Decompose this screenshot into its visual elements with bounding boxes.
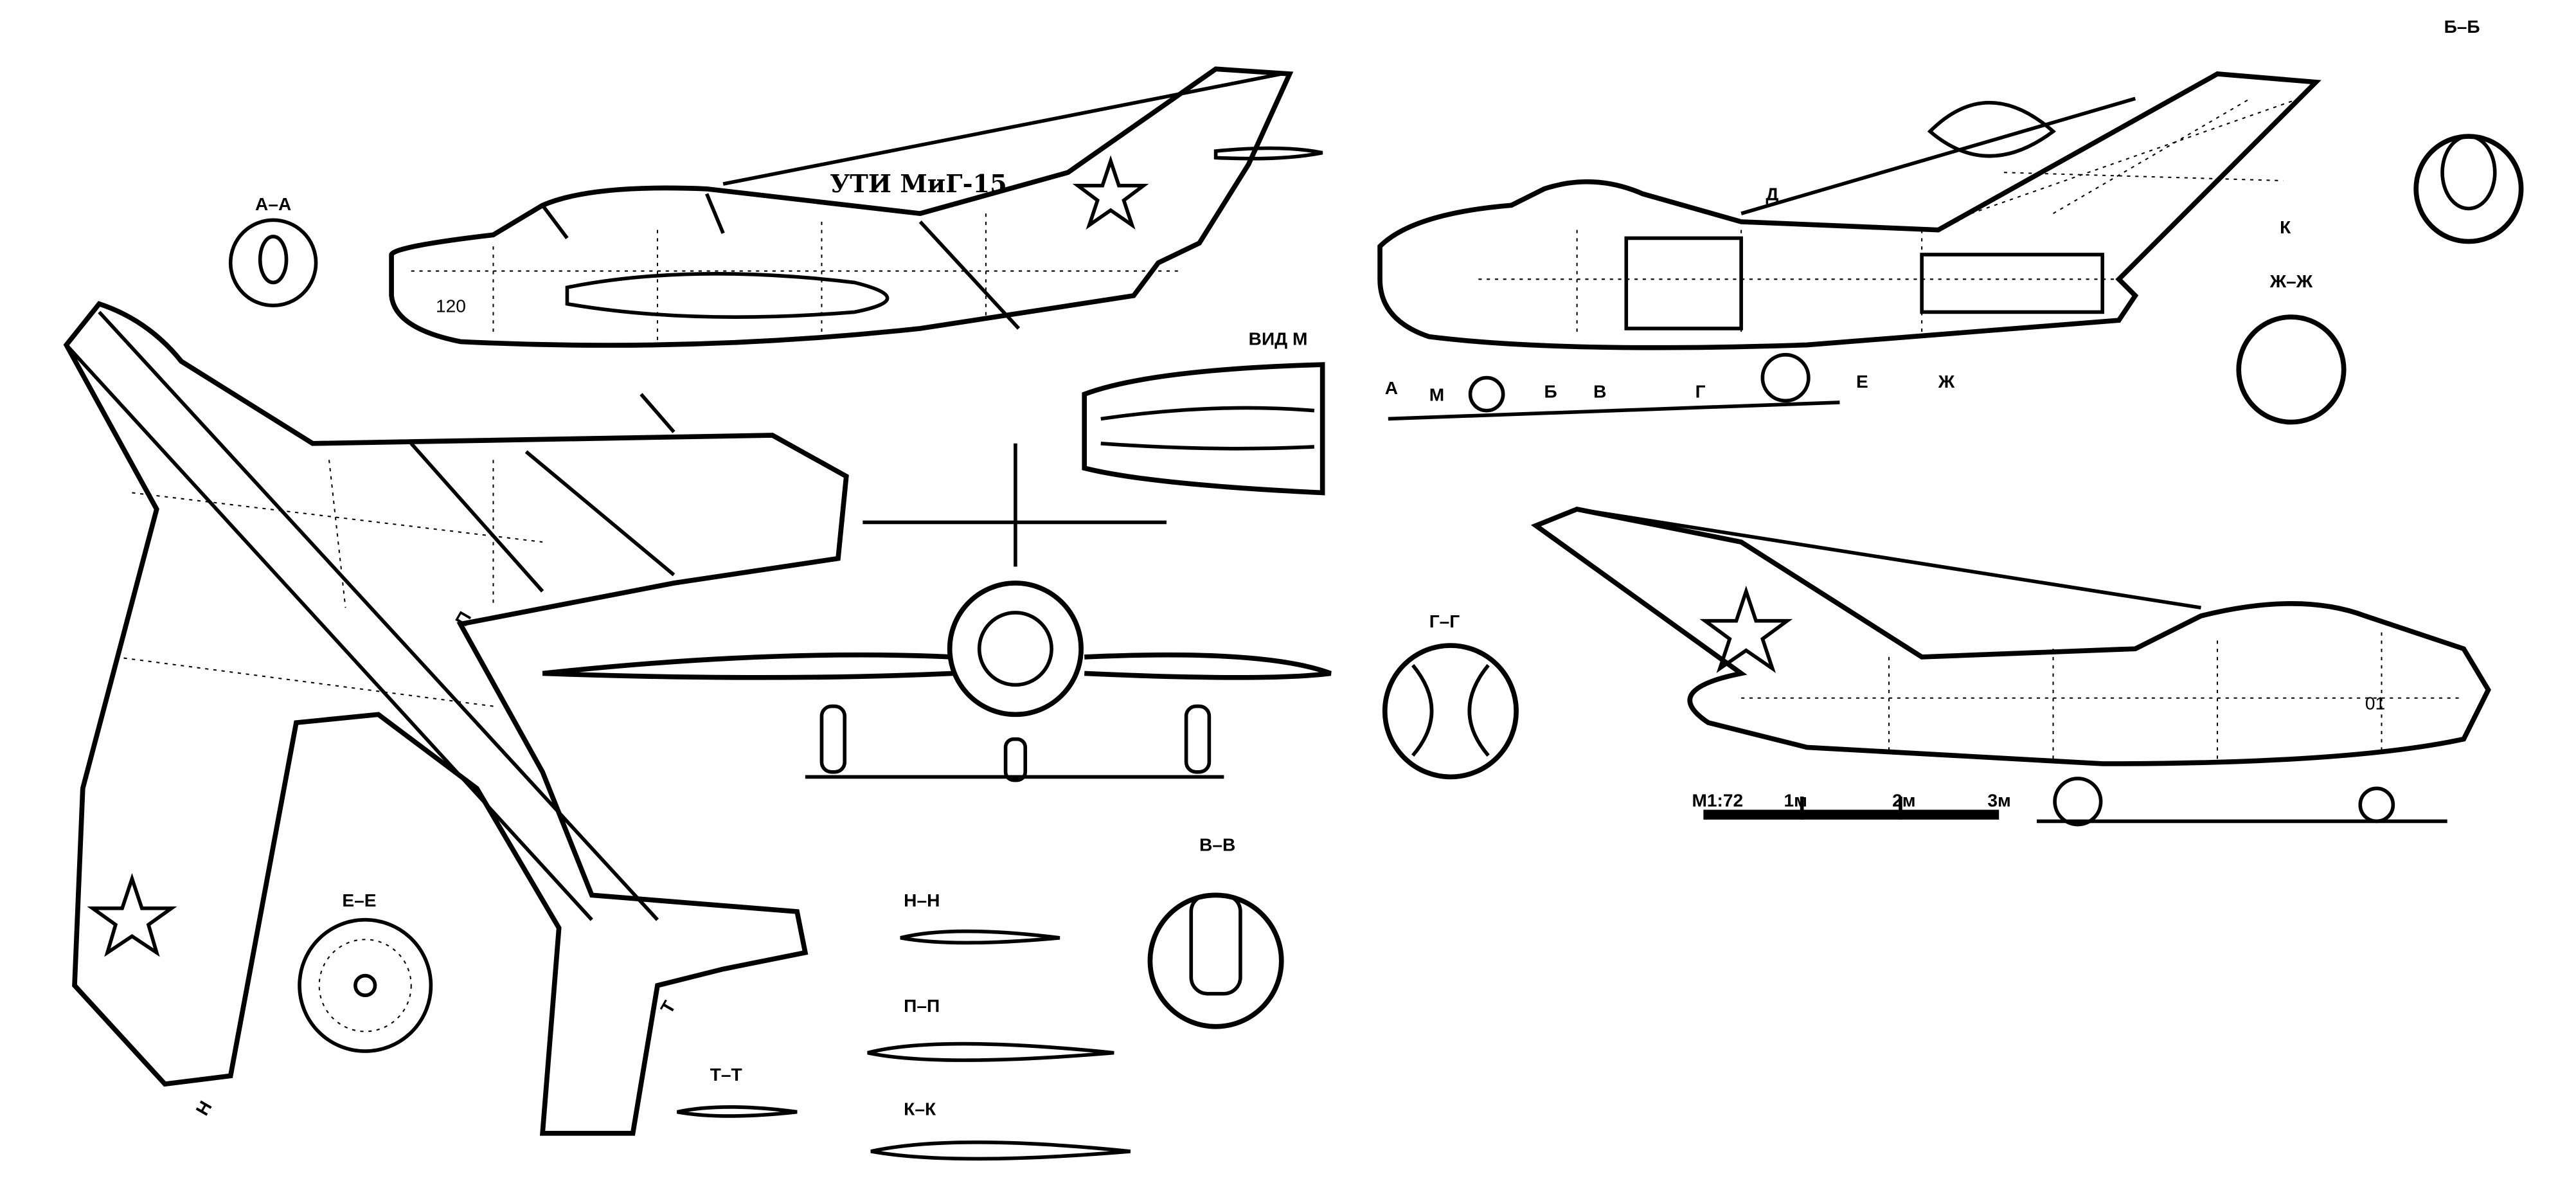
section-aa: А–А <box>228 194 318 308</box>
cut-marker-k: К <box>2280 217 2291 237</box>
cut-marker-e: Е <box>1856 372 1868 392</box>
section-pp-label: П–П <box>904 996 940 1016</box>
side-number-right: 01 <box>2365 694 2385 714</box>
section-aa-label: А–А <box>255 194 291 214</box>
section-gg-label: Г–Г <box>1429 611 1460 631</box>
cut-marker-v: В <box>1593 381 1606 401</box>
side-number-left: 120 <box>436 296 466 316</box>
cut-marker-zh: Ж <box>1938 372 1955 392</box>
side-view-bottom <box>1530 507 2491 827</box>
scale-tick-3m: 3м <box>1987 790 2010 810</box>
profile-tt: Т–Т <box>677 1065 798 1118</box>
cut-marker-b: Б <box>1544 381 1557 401</box>
section-bb-label: Б–Б <box>2444 17 2480 37</box>
front-view <box>542 443 1332 782</box>
section-ee: Е–Е <box>298 890 433 1053</box>
scale-tick-1m: 1м <box>1784 790 1807 810</box>
section-gg: Г–Г <box>1382 611 1519 780</box>
section-tt-label: Т–Т <box>710 1065 742 1085</box>
scale-label: М1:72 <box>1692 790 1743 810</box>
profile-kk: К–К <box>870 1099 1131 1161</box>
cut-marker-d: Д <box>1766 185 1778 204</box>
cut-marker-m: М <box>1429 384 1444 404</box>
scale-tick-2m: 2м <box>1892 790 1915 810</box>
section-vv: В–В <box>1147 834 1284 1029</box>
profile-pp: П–П <box>867 996 1114 1062</box>
cut-marker-n: Н <box>192 1097 216 1119</box>
section-vv-label: В–В <box>1199 834 1235 854</box>
section-nn-label: Н–Н <box>904 890 940 910</box>
section-bb: Б–Б <box>2413 17 2524 244</box>
profile-nn: Н–Н <box>900 890 1060 945</box>
section-ee-label: Е–Е <box>342 890 376 910</box>
view-m-label: ВИД М <box>1249 329 1308 349</box>
cut-marker-g: Г <box>1695 381 1706 401</box>
view-m: ВИД М <box>1082 329 1325 496</box>
planform-view <box>63 301 849 1136</box>
section-kk-label: К–К <box>904 1099 936 1119</box>
cut-marker-t: Т <box>657 997 679 1016</box>
scale-bar: М1:72 1м 2м 3м <box>1692 790 2011 820</box>
side-view-top <box>389 66 1323 348</box>
cutaway-side-view <box>1377 71 2321 421</box>
section-zhzh-label: Ж–Ж <box>2269 271 2313 291</box>
aircraft-title: УТИ МиГ-15 <box>830 170 1007 199</box>
section-zhzh: Ж–Ж <box>2236 271 2347 425</box>
cut-marker-a: А <box>1385 378 1398 398</box>
